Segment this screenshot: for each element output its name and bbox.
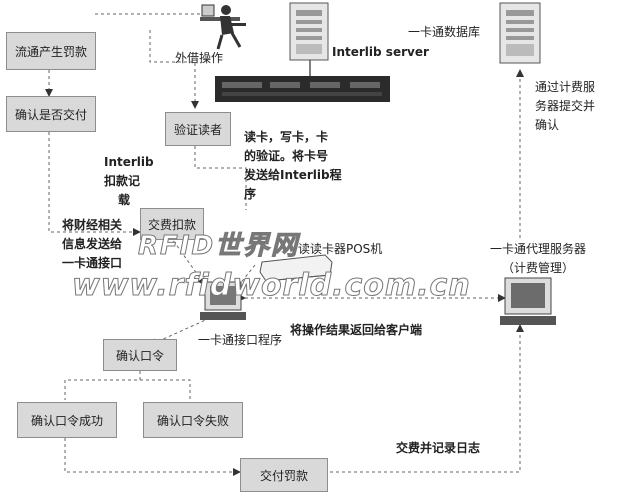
interlib-record-note: Interlib 扣款记 载 — [104, 153, 154, 210]
interlib-server-tower-icon — [289, 2, 329, 61]
pos-reader-label: 读读卡器POS机 — [298, 242, 383, 256]
card-database-label: 一卡通数据库 — [408, 25, 481, 39]
edge-pay-to-proxy — [330, 324, 524, 473]
node-fee-deduction: 交费扣款 — [140, 208, 204, 240]
note-line: Interlib — [104, 155, 154, 169]
note-line: 确认 — [535, 118, 560, 132]
node-pay-fine: 交付罚款 — [240, 458, 328, 492]
note-line: 一卡通代理服务器 — [490, 242, 587, 256]
edge-success-to-pay — [64, 438, 241, 476]
node-label: 交费扣款 — [147, 217, 196, 232]
node-label: 确认是否交付 — [14, 107, 87, 122]
note-line: 通过计费服 — [535, 80, 596, 94]
read-write-verify-note: 读卡，写卡，卡 的验证。将卡号 发送给Interlib程 序 — [244, 128, 342, 204]
node-label: 确认口令 — [115, 348, 164, 363]
note-line: （计费管理） — [502, 261, 575, 275]
pay-and-log-label: 交费并记录日志 — [396, 441, 481, 455]
node-label: 确认口令失败 — [156, 413, 229, 428]
note-line: 发送给Interlib程 — [244, 168, 342, 182]
note-line: 一卡通接口 — [62, 256, 123, 270]
edge-librarian-to-verify — [149, 30, 199, 109]
send-finance-note: 将财经相关 信息发送给 一卡通接口 — [62, 216, 122, 273]
node-password-failure: 确认口令失败 — [143, 402, 243, 438]
interface-program-label: 一卡通接口程序 — [198, 333, 283, 347]
node-label: 流通产生罚款 — [14, 44, 87, 59]
node-verify-reader: 验证读者 — [165, 112, 231, 146]
database-server-tower-icon — [499, 2, 541, 64]
librarian-workstation-icon — [200, 4, 246, 50]
billing-server-submit-note: 通过计费服 务器提交并 确认 — [535, 78, 595, 135]
watermark-title: RFID世界网 — [137, 231, 300, 262]
return-result-label: 将操作结果返回给客户端 — [290, 323, 423, 337]
node-label: 确认口令成功 — [30, 413, 103, 428]
librarian-operation-label: 外借操作 — [175, 51, 224, 65]
server-rack-icon — [215, 76, 390, 102]
interlib-server-label: Interlib server — [332, 45, 429, 59]
note-line: 序 — [244, 187, 257, 201]
node-fine-generation: 流通产生罚款 — [6, 32, 96, 70]
interface-computer-icon — [200, 281, 246, 320]
proxy-server-label: 一卡通代理服务器 （计费管理） — [490, 240, 586, 278]
note-line: 信息发送给 — [62, 237, 123, 251]
node-confirm-password: 确认口令 — [103, 339, 177, 371]
node-password-success: 确认口令成功 — [17, 402, 117, 438]
node-confirm-payment: 确认是否交付 — [6, 96, 96, 132]
note-line: 的验证。将卡号 — [244, 149, 329, 163]
note-line: 载 — [118, 193, 131, 207]
note-line: 读卡，写卡，卡 — [244, 130, 329, 144]
note-line: 将财经相关 — [62, 218, 123, 232]
node-label: 交付罚款 — [259, 468, 308, 483]
pos-reader-icon — [259, 254, 333, 282]
watermark-url: www.rfidworld.com.cn — [72, 268, 471, 304]
note-line: 务器提交并 — [535, 99, 596, 113]
node-label: 验证读者 — [173, 122, 222, 137]
edge-password-branches — [64, 371, 191, 400]
edge-fee-to-interface — [169, 235, 206, 286]
note-line: 扣款记 — [104, 174, 141, 188]
edge-verify-to-reader — [194, 146, 247, 210]
proxy-computer-icon — [500, 277, 556, 325]
